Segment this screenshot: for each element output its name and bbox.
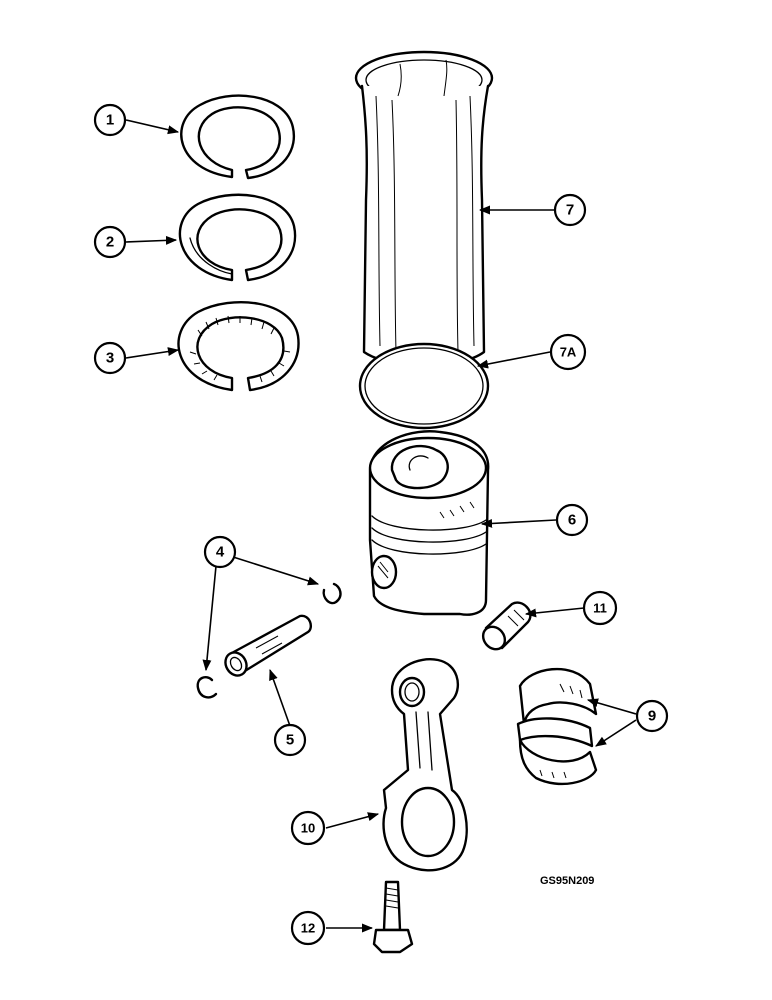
- callout-7-label: 7: [566, 202, 574, 219]
- piston-pin: [224, 614, 312, 677]
- liner-seal-ring: [358, 342, 490, 430]
- connecting-rod-bearings: [516, 667, 598, 786]
- callout-3-label: 3: [106, 350, 114, 367]
- connecting-rod: [382, 658, 468, 872]
- connecting-rod-bolt: [372, 880, 414, 954]
- callout-11: 11: [582, 590, 618, 626]
- oil-control-ring: [177, 301, 300, 392]
- callout-6-label: 6: [568, 512, 576, 529]
- callout-1-label: 1: [106, 112, 114, 129]
- piston-ring-top: [180, 94, 295, 180]
- callout-10: 10: [290, 810, 326, 846]
- callout-7a-label: 7A: [560, 345, 577, 360]
- callout-7: 7: [553, 193, 587, 227]
- callout-6: 6: [555, 503, 589, 537]
- piston: [368, 430, 490, 616]
- callout-2: 2: [93, 225, 127, 259]
- cylinder-liner: [354, 50, 494, 367]
- callout-4: 4: [203, 535, 237, 569]
- callout-9: 9: [635, 699, 669, 733]
- snap-ring-right: [322, 582, 342, 605]
- callout-5-label: 5: [286, 732, 294, 749]
- callout-2-label: 2: [106, 234, 114, 251]
- drawing-code: GS95N209: [540, 875, 594, 887]
- callout-11-label: 11: [593, 601, 607, 616]
- callout-1: 1: [93, 103, 127, 137]
- callout-12: 12: [290, 910, 326, 946]
- piston-ring-second: [178, 193, 297, 282]
- snap-ring-left: [196, 676, 218, 699]
- callout-9-label: 9: [648, 708, 656, 725]
- small-end-bushing: [481, 601, 532, 651]
- callout-10-label: 10: [301, 821, 315, 836]
- callout-12-label: 12: [301, 921, 315, 936]
- callout-5: 5: [273, 723, 307, 757]
- callout-3: 3: [93, 341, 127, 375]
- callout-4-label: 4: [216, 544, 225, 561]
- callout-7a: 7A: [549, 333, 587, 371]
